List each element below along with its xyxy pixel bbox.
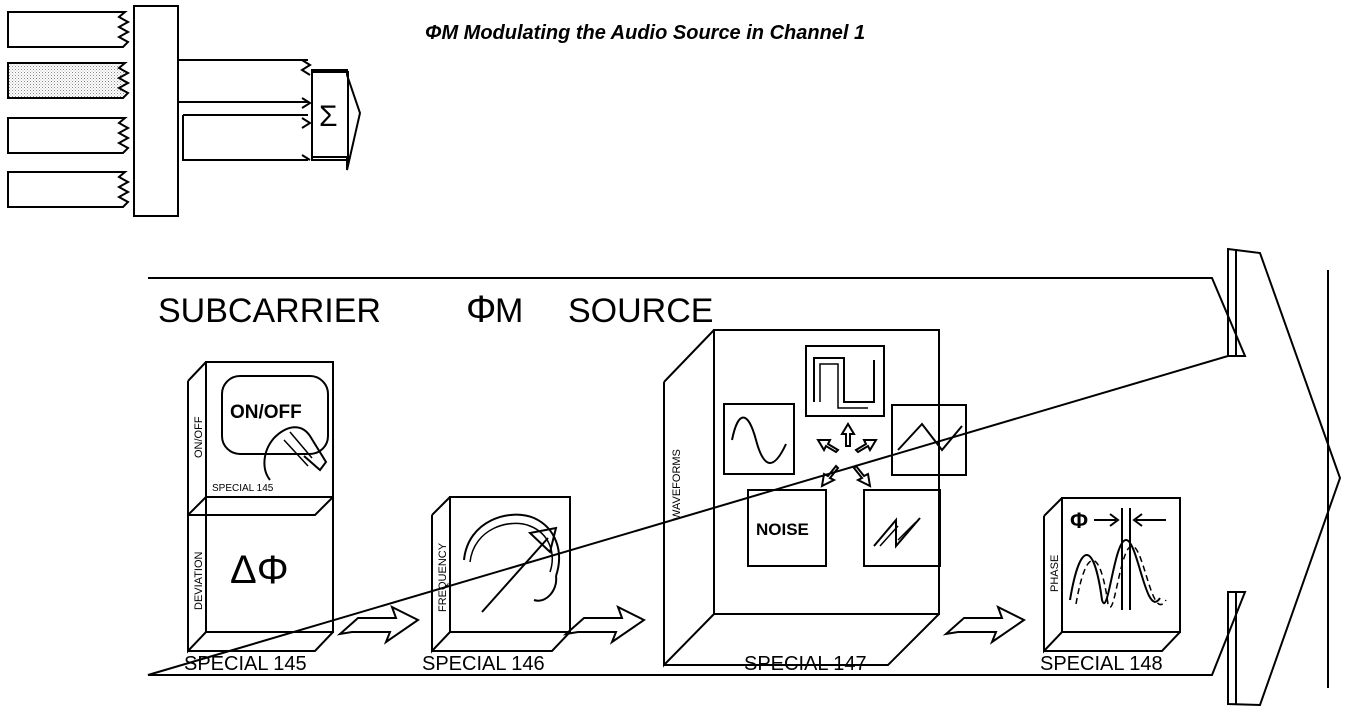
- deviation-block: DEVIATION ΔΦ SPECIAL 145: [184, 496, 334, 675]
- onoff-button: [221, 375, 329, 455]
- channel-2-box: [7, 62, 131, 99]
- noise-label: NOISE: [756, 520, 809, 539]
- signal-path-map: Σ: [7, 5, 362, 217]
- waveform-triangle: [891, 404, 967, 476]
- square-wave-icon: [813, 357, 875, 403]
- subcarrier-panel: SUBCARRIER Φ M SOURCE ON/OFF ON/OFF SPEC…: [147, 247, 1342, 707]
- channel-4-box: [7, 171, 131, 208]
- flow-arrow-1: [336, 604, 420, 645]
- phase-code: SPECIAL 148: [1040, 653, 1163, 675]
- flow-arrow-3: [942, 604, 1026, 645]
- summer-symbol: Σ: [319, 100, 338, 133]
- frequency-code: SPECIAL 146: [422, 653, 545, 675]
- waveforms-block: WAVEFORMS NOISE: [663, 329, 967, 675]
- onoff-side-label: ON/OFF: [193, 416, 205, 458]
- panel-title-right: SOURCE: [568, 292, 713, 330]
- sine-wave-icon: [731, 416, 787, 464]
- deviation-code: SPECIAL 145: [184, 653, 307, 675]
- triangle-wave-icon: [897, 422, 963, 452]
- bus-bar: [133, 5, 179, 217]
- phase-shift-arrows-icon: [1094, 508, 1166, 610]
- panel-title-left: SUBCARRIER: [158, 292, 381, 330]
- channel-1-box: [7, 11, 131, 48]
- waveforms-code: SPECIAL 147: [744, 653, 867, 675]
- phase-symbol: Φ: [1070, 508, 1088, 533]
- frequency-block: FREQUENCY SPECIAL 146: [422, 496, 571, 675]
- caption: ΦM Modulating the Audio Source in Channe…: [425, 22, 866, 44]
- waveform-sine: [723, 403, 795, 475]
- deviation-symbol: ΔΦ: [230, 548, 289, 592]
- phase-side-label: PHASE: [1049, 555, 1061, 592]
- panel-title-symbol: Φ: [466, 289, 496, 331]
- waveform-sawtooth: [863, 489, 941, 567]
- waveform-selector-arrows: [816, 422, 878, 488]
- phase-block: PHASE Φ SPECIAL 148: [1040, 497, 1181, 675]
- onoff-block: ON/OFF ON/OFF SPECIAL 145: [187, 361, 334, 518]
- summer-block: [311, 69, 362, 171]
- phase-waves-icon: [1069, 538, 1161, 605]
- frequency-side-label: FREQUENCY: [437, 542, 449, 612]
- panel-title: SUBCARRIER Φ M SOURCE: [158, 289, 713, 331]
- finger-press-icon: [263, 426, 328, 481]
- waveform-noise: [747, 489, 827, 567]
- onoff-code: SPECIAL 145: [212, 483, 274, 494]
- sawtooth-wave-icon: [873, 517, 921, 549]
- waveforms-side-label: WAVEFORMS: [671, 449, 683, 520]
- channel-3-box: [7, 117, 131, 154]
- flow-arrow-2: [562, 604, 646, 645]
- frequency-knob-icon: [463, 513, 560, 613]
- onoff-button-label: ON/OFF: [230, 402, 302, 423]
- panel-title-mid: M: [495, 292, 523, 330]
- waveform-square: [805, 345, 885, 417]
- deviation-side-label: DEVIATION: [193, 551, 205, 610]
